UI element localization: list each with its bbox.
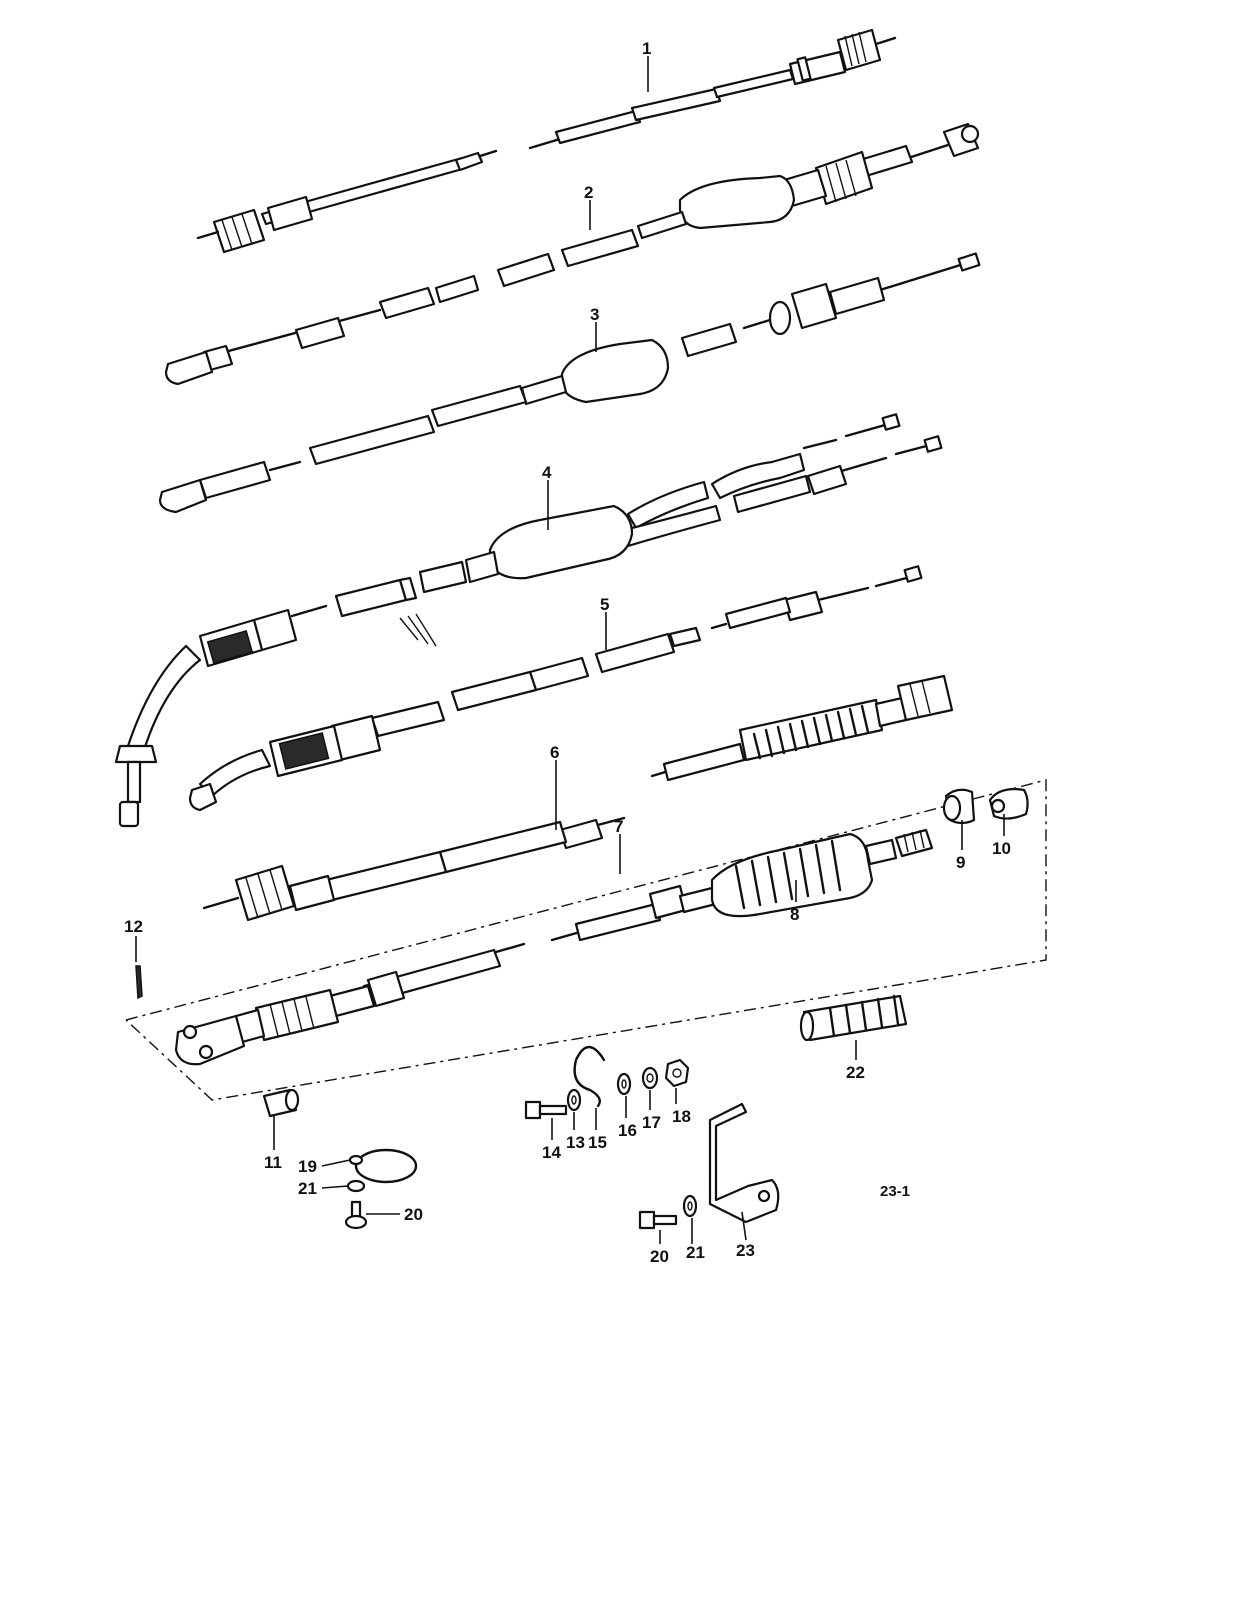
item-15-spring-clip: [573, 1045, 606, 1108]
item-11-clevis-pin: [262, 1088, 300, 1118]
callout-1: 1: [642, 39, 651, 58]
callout-15: 15: [588, 1133, 607, 1152]
callout-20a: 20: [404, 1205, 423, 1224]
diagram-code: 23-1: [880, 1183, 910, 1200]
callout-8: 8: [790, 905, 799, 924]
callout-21a: 21: [298, 1179, 317, 1198]
callout-21b: 21: [686, 1243, 705, 1262]
callout-13: 13: [566, 1133, 585, 1152]
item-20-bolt: [638, 1210, 678, 1230]
leader-lines: [135, 56, 1005, 1244]
cable-6-speedometer-cable: [202, 816, 626, 922]
item-13-washer: [566, 1088, 582, 1112]
item-21-washer-2: [682, 1194, 698, 1218]
callout-6: 6: [550, 743, 559, 762]
item-19-wire-ring: [348, 1148, 418, 1184]
item-12-cotter-pin: [135, 965, 143, 1000]
item-22-rubber-boot: [799, 994, 908, 1042]
item-18-nut: [664, 1058, 690, 1088]
cable-3-cable: [158, 252, 981, 514]
callout-2: 2: [584, 183, 593, 202]
callout-12: 12: [124, 917, 143, 936]
cable-1-speedometer-cable: [196, 28, 897, 254]
callout-9: 9: [956, 853, 965, 872]
callout-4: 4: [542, 463, 552, 482]
item-16-washer: [616, 1072, 632, 1096]
callout-17: 17: [642, 1113, 661, 1132]
callout-22: 22: [846, 1063, 865, 1082]
callout-11: 11: [264, 1153, 282, 1172]
item-21-washer: [346, 1179, 366, 1193]
callout-20b: 20: [650, 1247, 669, 1266]
callout-23: 23: [736, 1241, 755, 1260]
cable-7-clutch-cable: [135, 828, 934, 1118]
item-20-screw: [344, 1200, 368, 1230]
callout-labels: 1 2 3 4 5 6 7 8 9 10 11 12 13 14 15 16 1…: [124, 39, 1011, 1266]
cable-4-throttle-cable: [114, 413, 943, 828]
item-9-cable-end: [942, 788, 976, 825]
callout-18: 18: [672, 1107, 691, 1126]
callout-19: 19: [298, 1157, 317, 1176]
callout-7: 7: [614, 817, 623, 836]
item-8-rubber-boot: [734, 839, 842, 910]
cable-5-tachometer-cable: [188, 565, 954, 812]
item-10-adjuster: [988, 788, 1029, 820]
callout-3: 3: [590, 305, 599, 324]
item-23-bracket: [708, 1102, 780, 1224]
callout-10: 10: [992, 839, 1011, 858]
callout-16: 16: [618, 1121, 637, 1140]
item-17-washer: [641, 1066, 659, 1090]
kit-boundary-line: [125, 779, 1047, 1101]
cable-2-clutch-cable: [164, 122, 980, 386]
cable-5-bellows: [752, 704, 870, 760]
item-14-bolt: [524, 1100, 568, 1120]
callout-5: 5: [600, 595, 609, 614]
callout-14: 14: [542, 1143, 561, 1162]
